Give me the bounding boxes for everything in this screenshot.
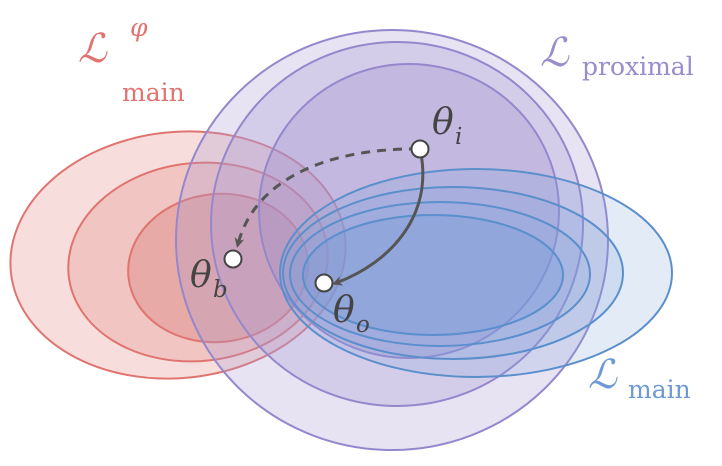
label-theta-i: θ i — [432, 102, 462, 150]
l-main-contour-inner — [302, 214, 564, 336]
label-theta-o-base: θ — [333, 290, 355, 331]
label-l-proximal-sub: proximal — [582, 52, 694, 81]
l-main-contour-3 — [289, 201, 591, 347]
label-l-main-phi-base: ℒ — [78, 26, 108, 72]
dashed-path-theta-i-to-theta-b — [234, 147, 419, 248]
label-l-main: ℒ main — [588, 352, 691, 404]
l-main-phi-contour-middle — [67, 161, 329, 363]
label-theta-b-base: θ — [190, 255, 212, 296]
label-l-proximal-base: ℒ — [540, 30, 570, 76]
label-theta-o: θ o — [333, 290, 370, 338]
label-l-main-base: ℒ — [588, 352, 618, 398]
l-proximal-contour-outer — [175, 29, 609, 451]
l-main-phi-contours — [9, 130, 347, 380]
l-main-contours — [279, 168, 673, 378]
label-l-main-sub: main — [628, 375, 691, 404]
label-l-proximal: ℒ proximal — [540, 30, 694, 81]
label-theta-i-base: θ — [432, 102, 454, 143]
label-theta-b: θ b — [190, 255, 228, 303]
label-l-main-phi: ℒ φ main — [78, 13, 185, 107]
solid-path-theta-i-to-theta-o — [332, 153, 425, 286]
l-main-phi-contour-outer — [9, 130, 347, 380]
theta-i-point — [410, 139, 430, 159]
label-theta-b-sub: b — [213, 277, 228, 303]
theta-b-point — [223, 249, 243, 269]
label-theta-o-sub: o — [356, 312, 370, 338]
l-main-contour-2 — [282, 186, 624, 360]
label-theta-i-sub: i — [455, 124, 462, 150]
theta-o-point — [314, 273, 334, 293]
label-l-main-phi-sub: main — [122, 78, 185, 107]
label-l-main-phi-sup: φ — [130, 13, 148, 42]
